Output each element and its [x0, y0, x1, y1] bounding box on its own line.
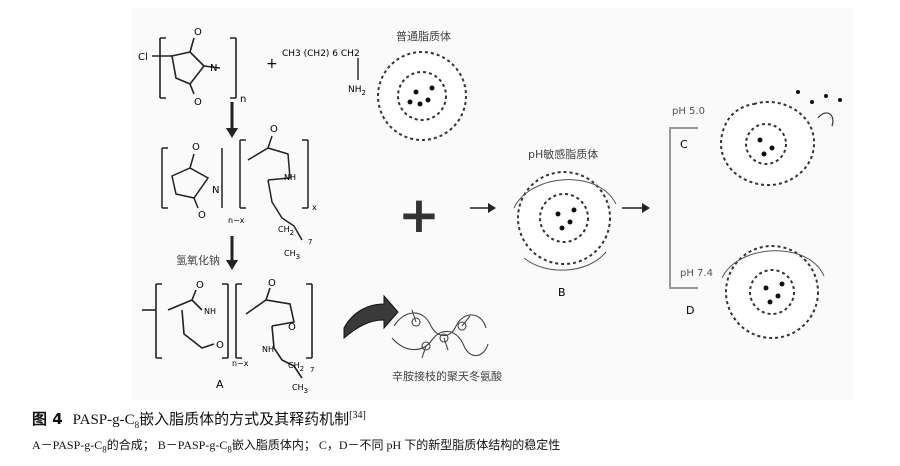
figure-number: 图 4	[32, 410, 63, 428]
o-label-5: O	[270, 124, 278, 135]
plus-small: +	[266, 56, 278, 72]
maleimide-monomer	[152, 37, 237, 99]
caption-legend: A－PASP-g-C8的合成； B－PASP-g-C8嵌入脂质体内； C，D－不…	[32, 436, 872, 454]
caption-reference: [34]	[349, 410, 366, 421]
panel-label-b: B	[558, 286, 566, 299]
caption-title-pre: PASP-g-C	[72, 412, 135, 428]
ph-5-label: pH 5.0	[672, 106, 705, 117]
panel-label-d: D	[686, 304, 694, 317]
o-label-8: O	[268, 278, 276, 289]
arrow-right-2-head	[642, 203, 650, 213]
legend-a-post: 的合成；	[106, 438, 155, 452]
caption-title: 图 4 PASP-g-C8嵌入脂质体的方式及其释药机制[34]	[32, 408, 872, 430]
grafted-polymer-label: 辛胺接枝的聚天冬氨酸	[392, 369, 502, 383]
o-label-7: O	[216, 340, 224, 351]
n-label: N	[210, 63, 217, 74]
o-label: O	[194, 27, 202, 38]
subscript-nx-2: n−x	[232, 359, 249, 368]
arrow-down-1-head	[226, 128, 238, 138]
legend-b-post: 嵌入脂质体内；	[231, 438, 316, 452]
ch2-label-2: CH2	[288, 361, 304, 373]
standard-liposome	[377, 51, 467, 141]
naoh-label: 氢氧化钠	[176, 253, 220, 267]
pasp-g-c8	[142, 283, 313, 379]
panel-label-a: A	[216, 378, 224, 391]
subscript-7: 7	[308, 238, 312, 246]
nh-label: NH	[284, 173, 296, 182]
o-label-3: O	[192, 142, 200, 153]
subscript-7-2: 7	[310, 366, 314, 374]
legend-a-sub: 8	[102, 444, 107, 455]
subscript-nx: n−x	[228, 216, 245, 225]
figure-drawing: Cl O O N n + CH3 (CH2) 6 CH2 NH2 O O N n…	[138, 27, 842, 395]
subscript-x: x	[312, 203, 317, 212]
legend-b-sub: 8	[227, 444, 232, 455]
ch3-label-2: CH3	[292, 383, 308, 395]
o-label-6: O	[196, 280, 204, 291]
branch-bracket	[669, 127, 698, 289]
ph-liposome-label: pH敏感脂质体	[528, 147, 598, 161]
panel-label-c: C	[680, 138, 688, 151]
octylamine-formula: CH3 (CH2) 6 CH2	[282, 49, 360, 59]
ch3-label: CH3	[284, 249, 300, 261]
ph-sensitive-liposome	[513, 171, 617, 271]
subscript-n: n	[240, 94, 246, 105]
ch2-label: CH2	[278, 225, 294, 237]
ph-5-liposome	[720, 90, 842, 187]
caption-title-sub: 8	[134, 420, 140, 430]
o-label-4: O	[198, 210, 206, 221]
ph-7-liposome	[721, 245, 825, 339]
figure-panel: Cl O O N n + CH3 (CH2) 6 CH2 NH2 O O N n…	[132, 8, 854, 400]
o-label-9: O	[288, 322, 296, 333]
cl-label: Cl	[138, 52, 148, 63]
plus-large: +	[398, 186, 440, 244]
arrow-right-1-head	[488, 203, 496, 213]
arrow-down-2-head	[226, 260, 238, 270]
nh2-label: NH2	[348, 85, 366, 97]
standard-liposome-label: 普通脂质体	[396, 29, 451, 43]
nh-label-3: NH	[262, 345, 274, 354]
legend-b-pre: B－PASP-g-C	[157, 438, 228, 452]
pasi-copolymer	[161, 135, 309, 241]
legend-a-pre: A－PASP-g-C	[32, 438, 103, 452]
ph-7-label: pH 7.4	[680, 268, 713, 279]
curved-arrow-icon	[343, 294, 399, 340]
n-label-2: N	[212, 185, 219, 196]
nh-label-2: NH	[204, 307, 216, 316]
o-label-2: O	[194, 97, 202, 108]
legend-cd: C，D－不同 pH 下的新型脂质体结构的稳定性	[318, 438, 561, 452]
grafted-polymer-sketch	[391, 309, 489, 359]
caption-title-post: 嵌入脂质体的方式及其释药机制	[139, 412, 350, 428]
